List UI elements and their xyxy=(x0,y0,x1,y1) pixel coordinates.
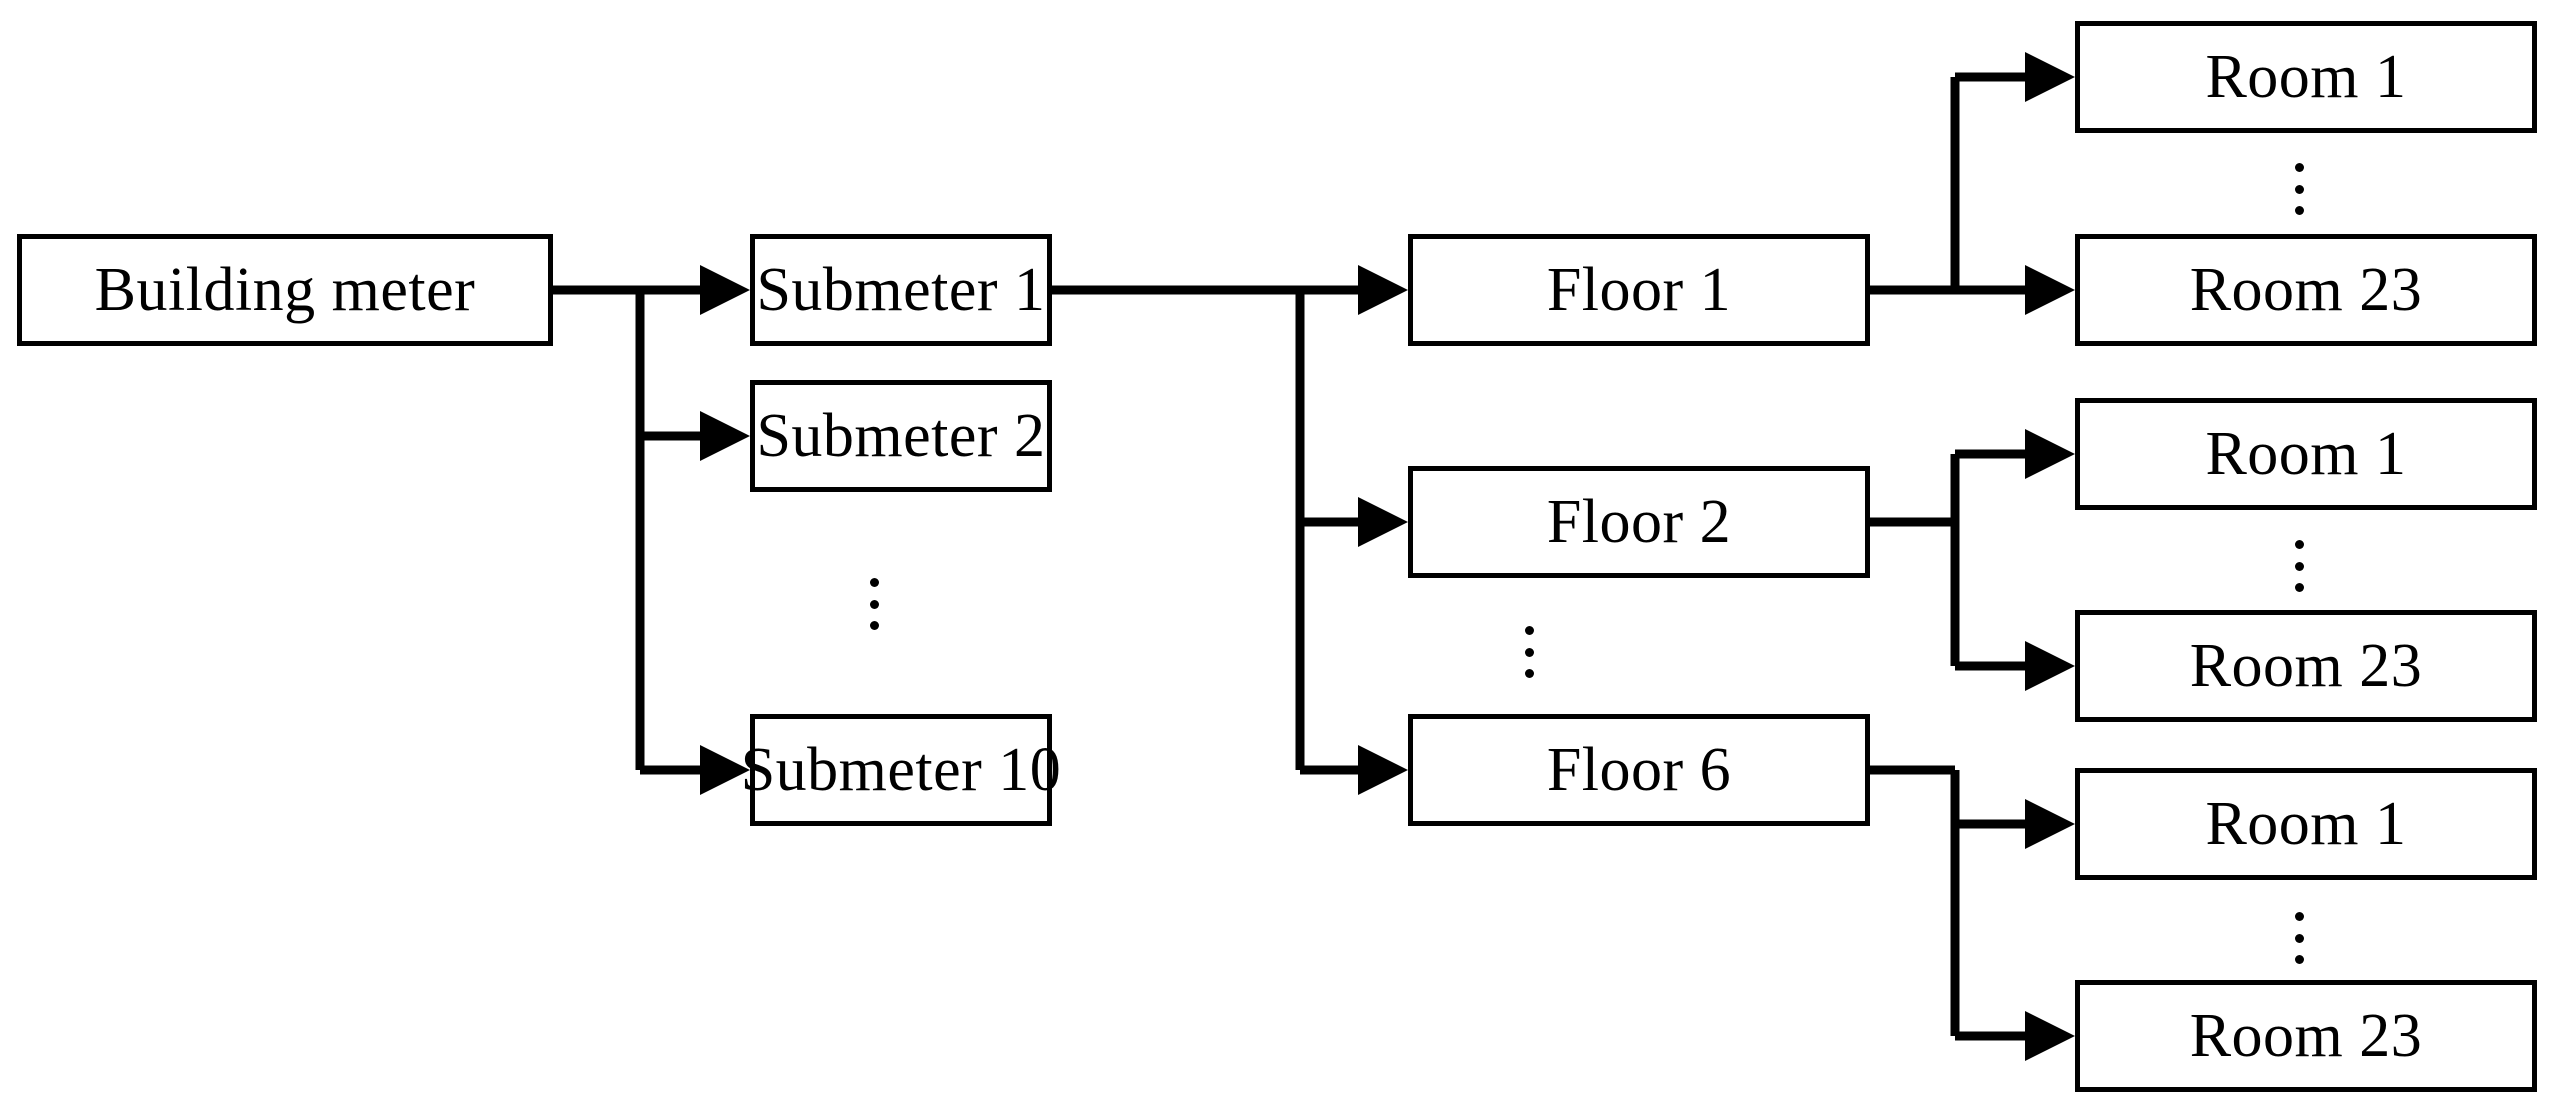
arrowhead-floor-2 xyxy=(1358,497,1408,547)
node-label-f6-room-23: Room 23 xyxy=(2189,1002,2423,1070)
node-floor-2[interactable]: Floor 2 xyxy=(1408,466,1870,578)
node-f1-room-1[interactable]: Room 1 xyxy=(2075,21,2537,133)
node-label-floor-6: Floor 6 xyxy=(1546,736,1732,804)
node-f2-room-1[interactable]: Room 1 xyxy=(2075,398,2537,510)
node-label-submeter-10: Submeter 10 xyxy=(740,736,1062,804)
node-label-submeter-2: Submeter 2 xyxy=(756,402,1046,470)
rooms-floor-6-vertical-ellipsis-icon xyxy=(2295,912,2304,964)
node-submeter-1[interactable]: Submeter 1 xyxy=(750,234,1052,346)
node-building-meter[interactable]: Building meter xyxy=(17,234,553,346)
node-label-f6-room-1: Room 1 xyxy=(2205,790,2407,858)
arrowhead-f1-room-1 xyxy=(2025,52,2075,102)
node-f6-room-1[interactable]: Room 1 xyxy=(2075,768,2537,880)
arrowhead-submeter-10 xyxy=(700,745,750,795)
floor-vertical-ellipsis-icon xyxy=(1525,626,1534,678)
arrowhead-submeter-2 xyxy=(700,411,750,461)
rooms-floor-1-vertical-ellipsis-icon xyxy=(2295,163,2304,215)
node-f1-room-23[interactable]: Room 23 xyxy=(2075,234,2537,346)
arrowhead-f2-room-1 xyxy=(2025,429,2075,479)
node-label-f1-room-23: Room 23 xyxy=(2189,256,2423,324)
arrowhead-f6-room-23 xyxy=(2025,1011,2075,1061)
arrowhead-f2-room-23 xyxy=(2025,641,2075,691)
arrowhead-submeter-1 xyxy=(700,265,750,315)
node-label-f1-room-1: Room 1 xyxy=(2205,43,2407,111)
node-label-submeter-1: Submeter 1 xyxy=(756,256,1046,324)
node-label-floor-2: Floor 2 xyxy=(1546,488,1732,556)
node-submeter-10[interactable]: Submeter 10 xyxy=(741,714,1061,826)
arrowhead-f6-room-1 xyxy=(2025,799,2075,849)
node-f6-room-23[interactable]: Room 23 xyxy=(2075,980,2537,1092)
rooms-floor-2-vertical-ellipsis-icon xyxy=(2295,540,2304,592)
node-label-floor-1: Floor 1 xyxy=(1546,256,1732,324)
submeter-vertical-ellipsis-icon xyxy=(870,578,879,630)
node-floor-6[interactable]: Floor 6 xyxy=(1408,714,1870,826)
node-submeter-2[interactable]: Submeter 2 xyxy=(750,380,1052,492)
arrowhead-floor-6 xyxy=(1358,745,1408,795)
arrowhead-floor-1 xyxy=(1358,265,1408,315)
node-label-building-meter: Building meter xyxy=(94,256,476,324)
node-label-f2-room-1: Room 1 xyxy=(2205,420,2407,488)
node-label-f2-room-23: Room 23 xyxy=(2189,632,2423,700)
arrowhead-f1-room-23 xyxy=(2025,265,2075,315)
node-floor-1[interactable]: Floor 1 xyxy=(1408,234,1870,346)
node-f2-room-23[interactable]: Room 23 xyxy=(2075,610,2537,722)
